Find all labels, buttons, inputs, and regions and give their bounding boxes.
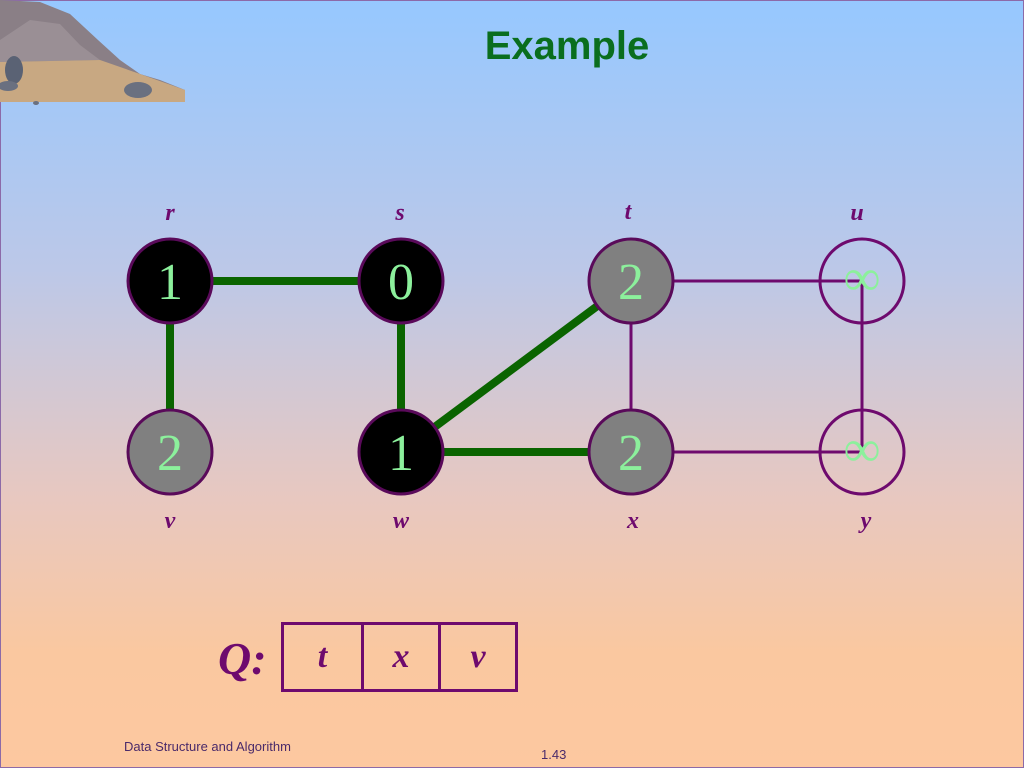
vertex-r-distance: 1 bbox=[157, 254, 183, 311]
vertex-w-label: w bbox=[393, 508, 410, 534]
queue-cell: x bbox=[361, 625, 438, 689]
vertex-x bbox=[587, 408, 675, 496]
landscape-clipart bbox=[0, 0, 185, 105]
vertex-x-distance: 2 bbox=[618, 425, 644, 482]
vertex-r bbox=[126, 237, 214, 325]
vertex-y-distance: ∞ bbox=[843, 421, 880, 478]
vertex-w bbox=[357, 408, 445, 496]
vertex-s-distance: 0 bbox=[388, 254, 414, 311]
edge-w-t bbox=[398, 277, 634, 456]
slide-title: Example bbox=[484, 24, 650, 68]
vertex-v bbox=[126, 408, 214, 496]
bfs-graph: 1 0 2 ∞ 2 1 2 ∞ r s t u v w x y bbox=[126, 199, 906, 534]
vertex-t bbox=[587, 237, 675, 325]
queue-label: Q: bbox=[218, 633, 267, 684]
vertex-x-label: x bbox=[626, 508, 639, 534]
vertex-u bbox=[818, 237, 906, 325]
vertex-u-label: u bbox=[850, 200, 863, 226]
vertex-s bbox=[357, 237, 445, 325]
vertex-u-distance: ∞ bbox=[843, 250, 880, 307]
vertex-r-label: r bbox=[165, 200, 175, 226]
vertex-w-distance: 1 bbox=[388, 425, 414, 482]
vertex-s-label: s bbox=[394, 200, 404, 226]
vertex-y-label: y bbox=[858, 508, 872, 534]
vertex-y bbox=[818, 408, 906, 496]
queue-cell: t bbox=[317, 638, 328, 675]
vertex-t-distance: 2 bbox=[618, 254, 644, 311]
footer-page-number: 1.43 bbox=[541, 747, 567, 762]
vertex-t-label: t bbox=[625, 199, 633, 225]
queue-box: t x v bbox=[281, 622, 518, 692]
vertex-v-distance: 2 bbox=[157, 425, 183, 482]
vertex-v-label: v bbox=[165, 508, 176, 534]
footer-course-title: Data Structure and Algorithm bbox=[124, 739, 291, 754]
queue-cell: v bbox=[438, 625, 515, 689]
